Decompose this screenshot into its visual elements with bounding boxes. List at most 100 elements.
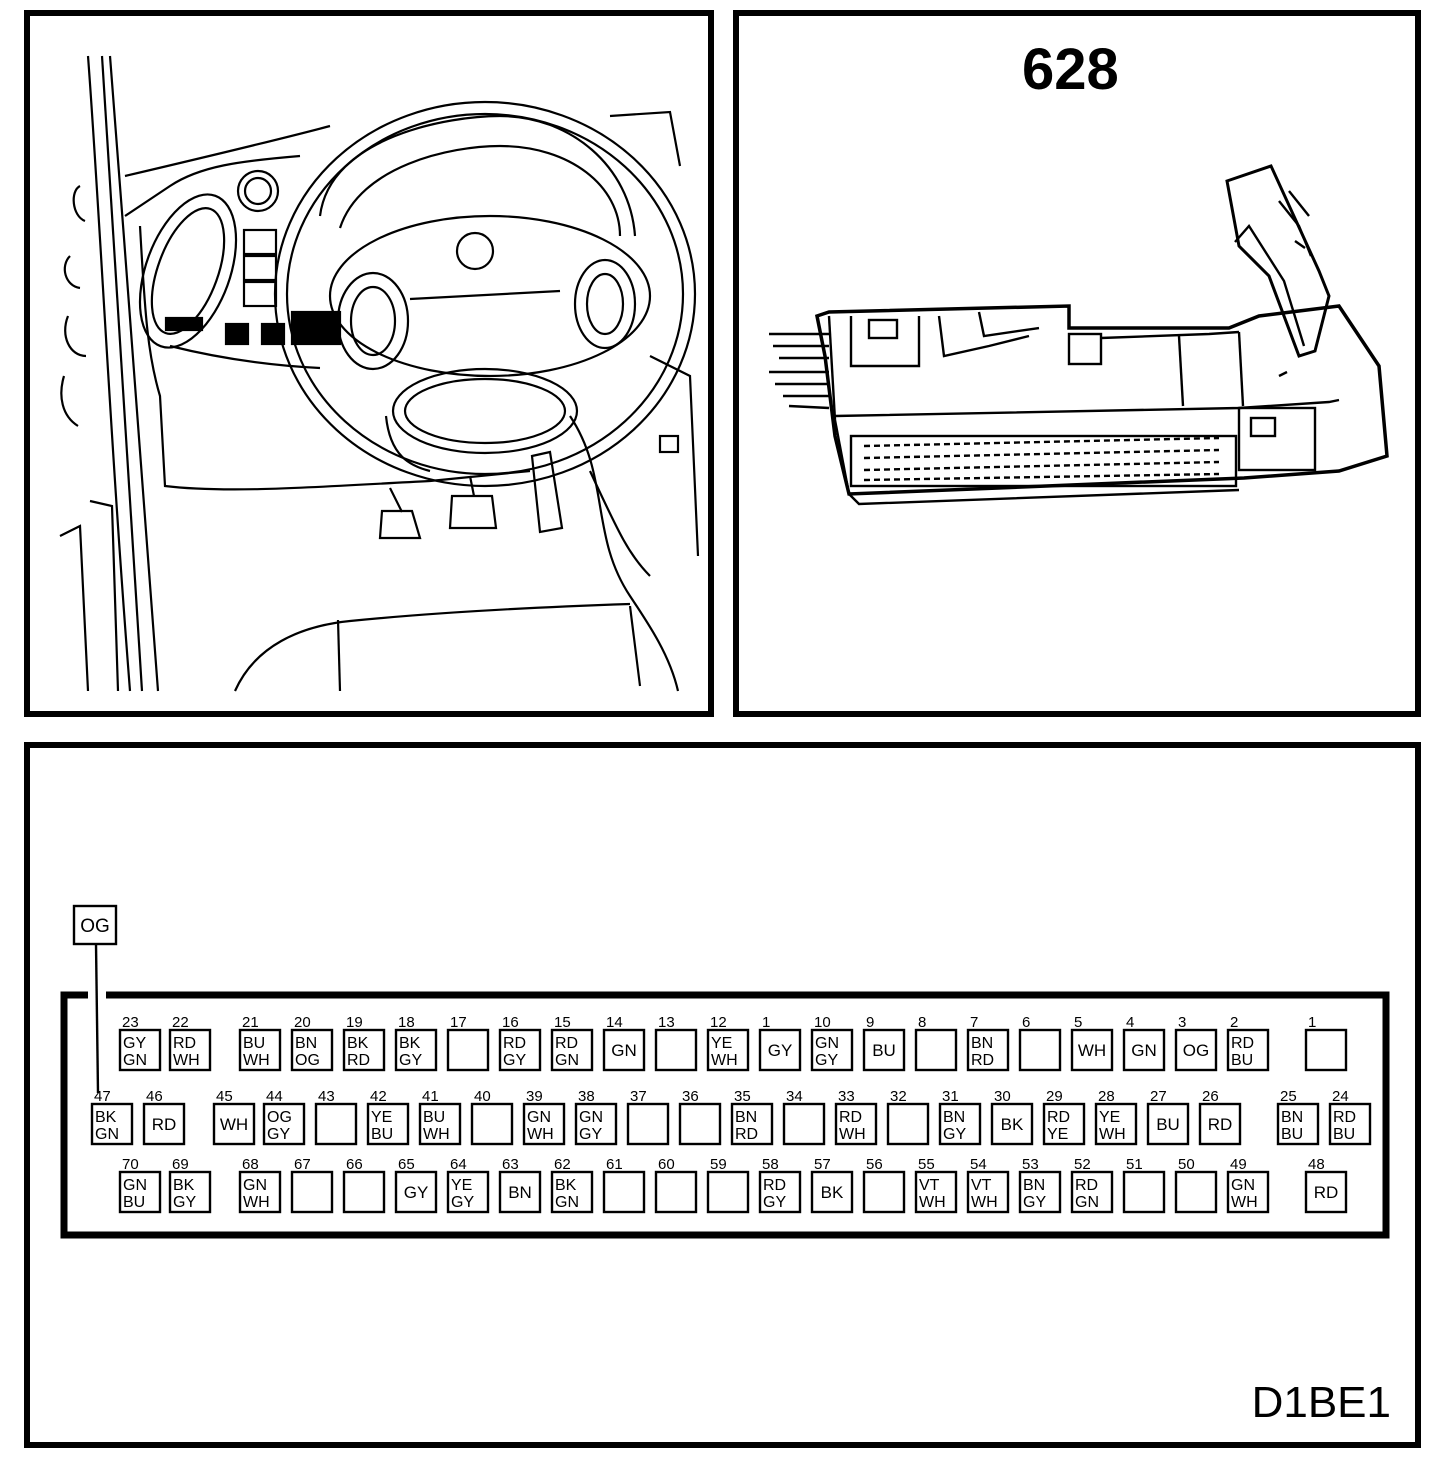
wire-color-2: GN <box>95 1126 119 1143</box>
pin-cell <box>654 1028 698 1072</box>
pin-cell <box>782 1102 826 1146</box>
pin-cell <box>470 1102 514 1146</box>
wire-color-1: BK <box>821 1183 844 1202</box>
pin-50: 50 <box>1174 1156 1218 1214</box>
wire-color-2: GY <box>173 1194 196 1211</box>
wire-color-1: BU <box>243 1035 265 1052</box>
pin-cell <box>446 1170 490 1214</box>
wire-color-2: GY <box>579 1126 602 1143</box>
wire-color-1: GY <box>123 1035 146 1052</box>
pin-cell <box>730 1102 774 1146</box>
pin-cell <box>342 1170 386 1214</box>
pin-number: 56 <box>866 1156 883 1173</box>
pin-cell <box>654 1170 698 1214</box>
pin-number: 61 <box>606 1156 623 1173</box>
external-wire-label: OG <box>80 916 110 937</box>
wire-color-2: RD <box>971 1052 994 1069</box>
pin-40: 40 <box>470 1088 514 1146</box>
pin-number: 64 <box>450 1156 467 1173</box>
wire-color-1: RD <box>555 1035 578 1052</box>
wire-color-1: WH <box>220 1115 248 1134</box>
pin-cell <box>550 1170 594 1214</box>
wire-color-2: WH <box>243 1194 270 1211</box>
wire-color-1: BU <box>1156 1115 1180 1134</box>
pin-number: 38 <box>578 1088 595 1105</box>
wire-color-1: RD <box>1231 1035 1254 1052</box>
pin-5: 5WH <box>1070 1014 1114 1072</box>
pin-cell <box>862 1170 906 1214</box>
pin-cell <box>706 1028 750 1072</box>
wire-color-2: GY <box>763 1194 786 1211</box>
pin-67: 67 <box>290 1156 334 1214</box>
pin-cell <box>1276 1102 1320 1146</box>
pin-cell <box>1146 1102 1190 1146</box>
pin-cell <box>834 1102 878 1146</box>
wire-color-1: RD <box>1314 1183 1339 1202</box>
pin-number: 4 <box>1126 1014 1134 1031</box>
pin-number: 49 <box>1230 1156 1247 1173</box>
pin-17: 17 <box>446 1014 490 1072</box>
pin-cell <box>238 1170 282 1214</box>
pin-number: 29 <box>1046 1088 1063 1105</box>
wire-color-1: GN <box>243 1177 267 1194</box>
pin-cell <box>1174 1028 1218 1072</box>
wire-color-1: BK <box>555 1177 577 1194</box>
connector-illustration-panel: 628 <box>733 10 1421 717</box>
pin-number: 32 <box>890 1088 907 1105</box>
external-wire-box <box>72 904 118 946</box>
pin-cell <box>1094 1102 1138 1146</box>
pin-cell <box>1304 1028 1348 1072</box>
pin-cell <box>1018 1170 1062 1214</box>
pin-cell <box>550 1028 594 1072</box>
wire-color-1: BN <box>1023 1177 1045 1194</box>
wire-color-1: GY <box>404 1183 429 1202</box>
pin-cell <box>394 1028 438 1072</box>
pin-number: 66 <box>346 1156 363 1173</box>
pin-cell <box>1328 1102 1372 1146</box>
pin-number: 14 <box>606 1014 623 1031</box>
pin-number: 13 <box>658 1014 675 1031</box>
pin-cell <box>290 1028 334 1072</box>
pin-number: 60 <box>658 1156 675 1173</box>
pin-cell <box>418 1102 462 1146</box>
wire-color-2: WH <box>243 1052 270 1069</box>
pin-number: 28 <box>1098 1088 1115 1105</box>
pin-number: 69 <box>172 1156 189 1173</box>
pin-cell <box>1122 1028 1166 1072</box>
pinout-diagram: OG 23GYGN22RDWH21BUWH20BNOG19BKRD18BKGY1… <box>60 904 1390 1239</box>
wire-color-1: GN <box>123 1177 147 1194</box>
pin-number: 59 <box>710 1156 727 1173</box>
wire-color-2: WH <box>423 1126 450 1143</box>
wire-color-1: GN <box>815 1035 839 1052</box>
pin-cell <box>394 1170 438 1214</box>
pin-number: 41 <box>422 1088 439 1105</box>
pin-1: 1GY <box>758 1014 802 1072</box>
pin-6: 6 <box>1018 1014 1062 1072</box>
wire-color-1: RD <box>1333 1109 1356 1126</box>
pin-number: 40 <box>474 1088 491 1105</box>
pin-cell <box>886 1102 930 1146</box>
pin-number: 18 <box>398 1014 415 1031</box>
pin-number: 2 <box>1230 1014 1238 1031</box>
pin-number: 19 <box>346 1014 363 1031</box>
wire-color-1: RD <box>1208 1115 1233 1134</box>
